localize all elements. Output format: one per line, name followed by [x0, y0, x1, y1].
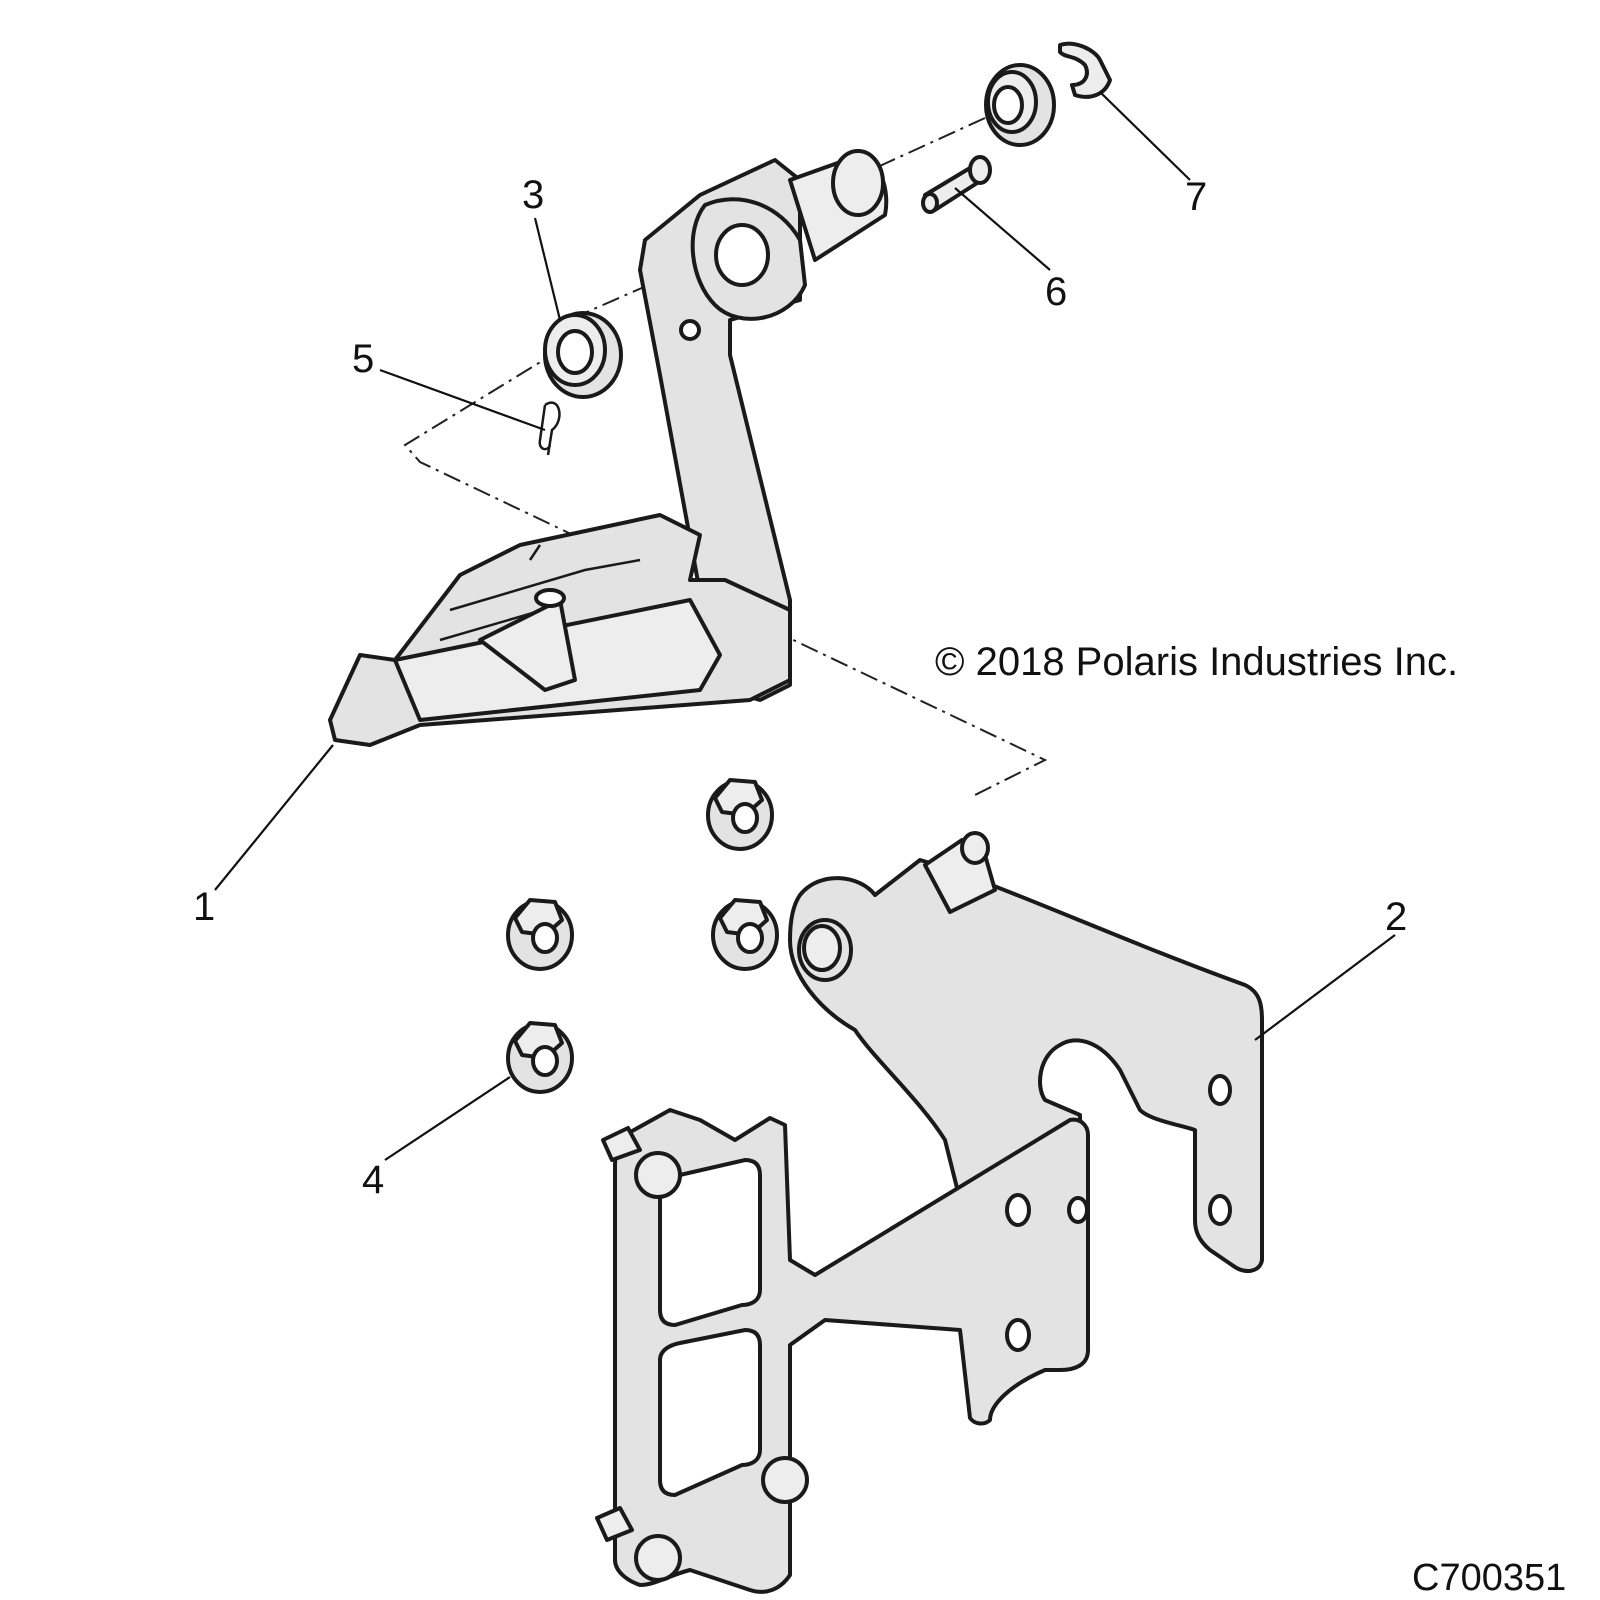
flange-nut — [706, 778, 774, 851]
flange-nut — [506, 1021, 574, 1094]
callout-leaders — [214, 91, 1396, 1161]
callout-7: 7 — [1185, 175, 1207, 219]
figure-code: C700351 — [1412, 1557, 1566, 1599]
callout-1: 1 — [193, 885, 215, 929]
callout-6: 6 — [1045, 270, 1067, 314]
callout-5: 5 — [352, 337, 374, 381]
callout-2: 2 — [1385, 895, 1407, 939]
callout-4: 4 — [362, 1158, 384, 1202]
part-2-mount-bracket — [595, 831, 1264, 1594]
flange-nut — [711, 898, 779, 971]
part-4-flange-nuts — [506, 778, 779, 1094]
part-1-brake-pedal — [328, 149, 889, 747]
copyright-notice: © 2018 Polaris Industries Inc. — [935, 640, 1458, 684]
part-7-bushing-and-clip — [984, 41, 1112, 147]
part-5-hairpin-clip — [538, 401, 561, 456]
part-3-bushing — [543, 311, 623, 399]
part-6-clevis-pin — [921, 155, 992, 214]
flange-nut — [506, 898, 574, 971]
callout-3: 3 — [522, 173, 544, 217]
